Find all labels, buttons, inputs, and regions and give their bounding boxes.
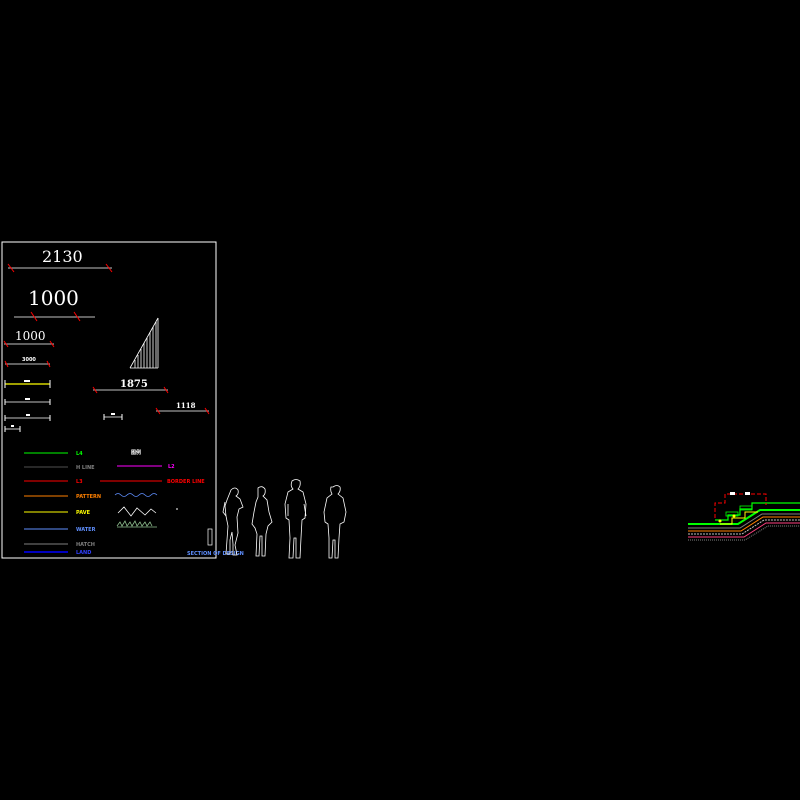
legend-label-l3: L3 [76,479,83,485]
dimension-1875: 1875 [92,379,169,394]
dimension-2130-label: 2130 [42,247,83,266]
dimension-3000: 3000 [4,357,51,368]
legend-label-l4: L4 [76,451,83,457]
legend-label-l2: L2 [168,464,175,470]
dimension-tiny [103,413,123,420]
legend-rock-line [117,506,157,517]
dimension-1000-small: 1000 [3,329,55,348]
dimension-short-2 [4,414,51,421]
pencil-mark-icon [207,528,213,546]
legend-label-hline: H LINE [76,465,95,471]
dimension-1000-large: 1000 [14,286,95,322]
dimension-2130: 2130 [7,247,113,273]
legend-label-hatch: HATCH [76,542,95,548]
dimension-short-1 [4,398,51,405]
legend-sheet-frame [1,241,217,559]
dimension-3000-label: 3000 [22,357,36,363]
person-silhouette-icon [222,479,347,559]
legend-label-pave: PAVE [76,510,91,516]
legend-label-water: WATER [76,527,96,533]
dimension-short-3 [4,425,21,432]
legend-left: L4 H LINE L3 PATTERN PAVE WATER HATCH LA… [24,451,101,556]
hatch-triangle [129,317,159,369]
section-detail-icon [688,492,800,541]
legend-title: 图例 [131,449,141,456]
dimension-1118: 1118 [155,401,210,415]
dimension-1000-large-label: 1000 [28,286,79,310]
legend-label-border: BORDER LINE [167,479,205,485]
dimension-1000-small-label: 1000 [15,329,46,343]
legend-label-pattern: PATTERN [76,494,101,500]
dimension-1875-label: 1875 [120,379,148,390]
dimension-yellow [4,380,51,388]
dimension-1118-label: 1118 [176,401,196,410]
footer-note: SECTION OF DESIGN [187,551,244,557]
legend-right: L2 BORDER LINE [100,464,205,528]
legend-label-land: LAND [76,550,91,556]
legend-grass [116,520,157,528]
legend-water-wave [114,493,158,497]
